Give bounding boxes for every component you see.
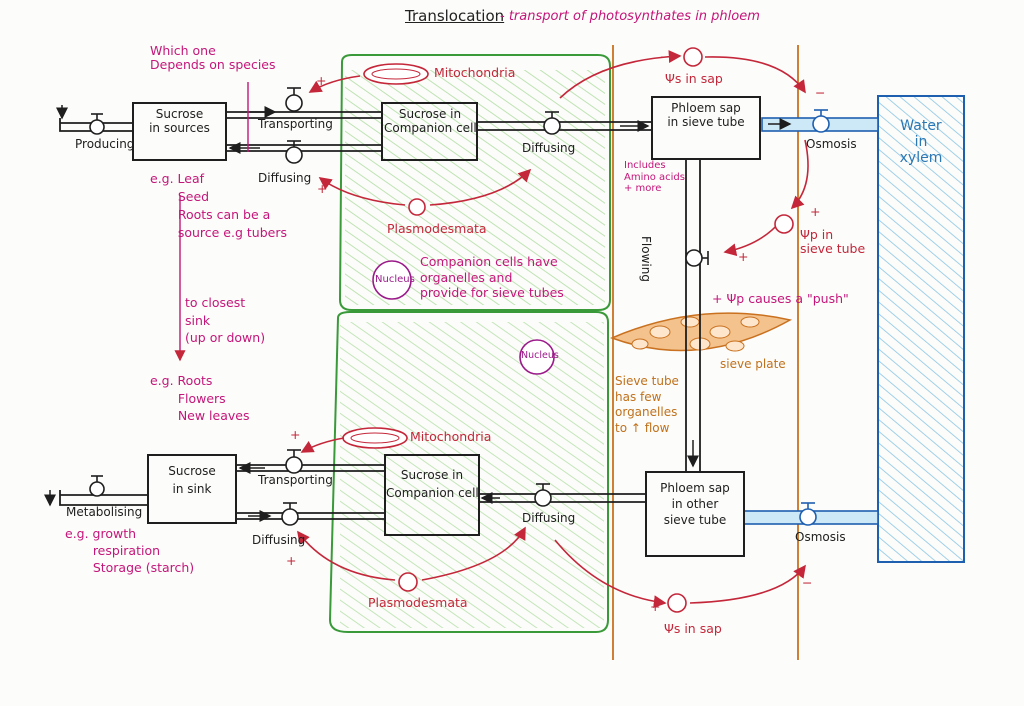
boxes [132, 96, 761, 557]
sucrose-companion-bottom-label: Sucrose in Companion cell [386, 468, 479, 500]
sucrose-sink-label: Sucrose in sink [168, 464, 216, 496]
nucleus-bottom [519, 339, 555, 375]
includes-note: Includes Amino acids + more [624, 160, 685, 194]
metabolising-label: Metabolising [66, 505, 143, 519]
annotation-lines [174, 82, 249, 362]
transporting-bottom-label: Transporting [258, 473, 333, 487]
plus-sign: + [738, 249, 749, 264]
which-one-note: Which one Depends on species [150, 43, 276, 73]
sieve-tube-note: Sieve tube has few organelles to ↑ flow [615, 374, 679, 435]
closest-sink-note: to closest sink (up or down) [185, 295, 266, 345]
water-xylem-label: Water in xylem [899, 118, 943, 167]
valve-transporting-bottom [285, 449, 303, 474]
diffusing-bottom-left-label: Diffusing [252, 533, 306, 547]
valves [89, 87, 830, 526]
diagram-title: Translocation [405, 7, 505, 25]
nucleus-top [372, 260, 412, 300]
companion-cell-bottom [328, 311, 609, 633]
valve-flowing [685, 249, 709, 267]
pipes-bottom [59, 464, 646, 520]
psi-p-push-note: + Ψp causes a "push" [712, 291, 849, 306]
minus-sign: − [660, 49, 671, 64]
phloem-sap-other-label: Phloem sap in other sieve tube [660, 481, 730, 528]
diffusing-top-left-label: Diffusing [258, 171, 312, 185]
minus-sign: − [802, 575, 813, 590]
sieve-plate [609, 312, 793, 352]
sieve-tube-walls [612, 45, 799, 660]
companion-cell-top [338, 54, 611, 311]
plasmodesmata-top-label: Plasmodesmata [387, 221, 487, 236]
valve-diffusing-bottom-right [534, 483, 552, 507]
valve-producing [89, 113, 105, 135]
plus-sign: + [286, 553, 297, 568]
diffusing-bottom-right-label: Diffusing [522, 511, 576, 525]
valve-diffusing-bottom [281, 502, 299, 526]
producing-label: Producing [75, 137, 135, 151]
valve-transporting-top [285, 87, 303, 112]
flow-arrows [44, 105, 792, 522]
plasmodesmata-bottom-label: Plasmodesmata [368, 595, 468, 610]
plus-sign: + [317, 181, 328, 196]
valve-metabolising [89, 475, 105, 497]
diagram-subtitle: - transport of photosynthates in phloem [500, 9, 760, 24]
mitochondria-bottom-label: Mitochondria [410, 429, 492, 444]
valve-osmosis-top [812, 109, 830, 133]
sucrose-sources-label: Sucrose in sources [149, 107, 210, 135]
psi-s-bottom-label: Ψs in sap [664, 621, 722, 636]
sieve-plate-label: sieve plate [720, 357, 786, 371]
mitochondria-bottom [342, 427, 408, 449]
plus-sign: + [290, 427, 301, 442]
psi-p-label: Ψp in sieve tube [800, 227, 866, 257]
sink-examples: e.g. Roots Flowers New leaves [150, 373, 250, 423]
nucleus-bottom-label: Nucleus [521, 350, 559, 361]
valve-osmosis-bottom [799, 502, 817, 526]
psi-s-top-label: Ψs in sap [665, 71, 723, 86]
flowing-label: Flowing [639, 236, 653, 282]
phloem-sap-label: Phloem sap in sieve tube [667, 101, 745, 129]
osmosis-bottom-label: Osmosis [795, 530, 846, 544]
source-examples: e.g. Leaf Seed Roots can be a source e.g… [150, 171, 287, 241]
plus-sign: + [316, 73, 327, 88]
mitochondria-top-label: Mitochondria [434, 65, 516, 80]
mitochondria-top [363, 63, 429, 85]
plus-sign: + [650, 599, 661, 614]
companion-cell-note: Companion cells have organelles and prov… [420, 254, 564, 301]
plus-sign: + [810, 204, 821, 219]
valve-diffusing-top [285, 140, 303, 164]
nucleus-top-label: Nucleus [375, 274, 415, 285]
sucrose-companion-top-label: Sucrose in Companion cell [384, 107, 477, 135]
transporting-top-label: Transporting [258, 117, 333, 131]
valve-diffusing-top-right [543, 111, 561, 135]
osmosis-top-label: Osmosis [806, 137, 857, 151]
sink-use-examples: e.g. growth respiration Storage (starch) [65, 526, 195, 575]
xylem-vessel [877, 95, 965, 563]
minus-sign: − [815, 85, 826, 100]
diffusing-top-right-label: Diffusing [522, 141, 576, 155]
red-nodes [398, 47, 794, 613]
